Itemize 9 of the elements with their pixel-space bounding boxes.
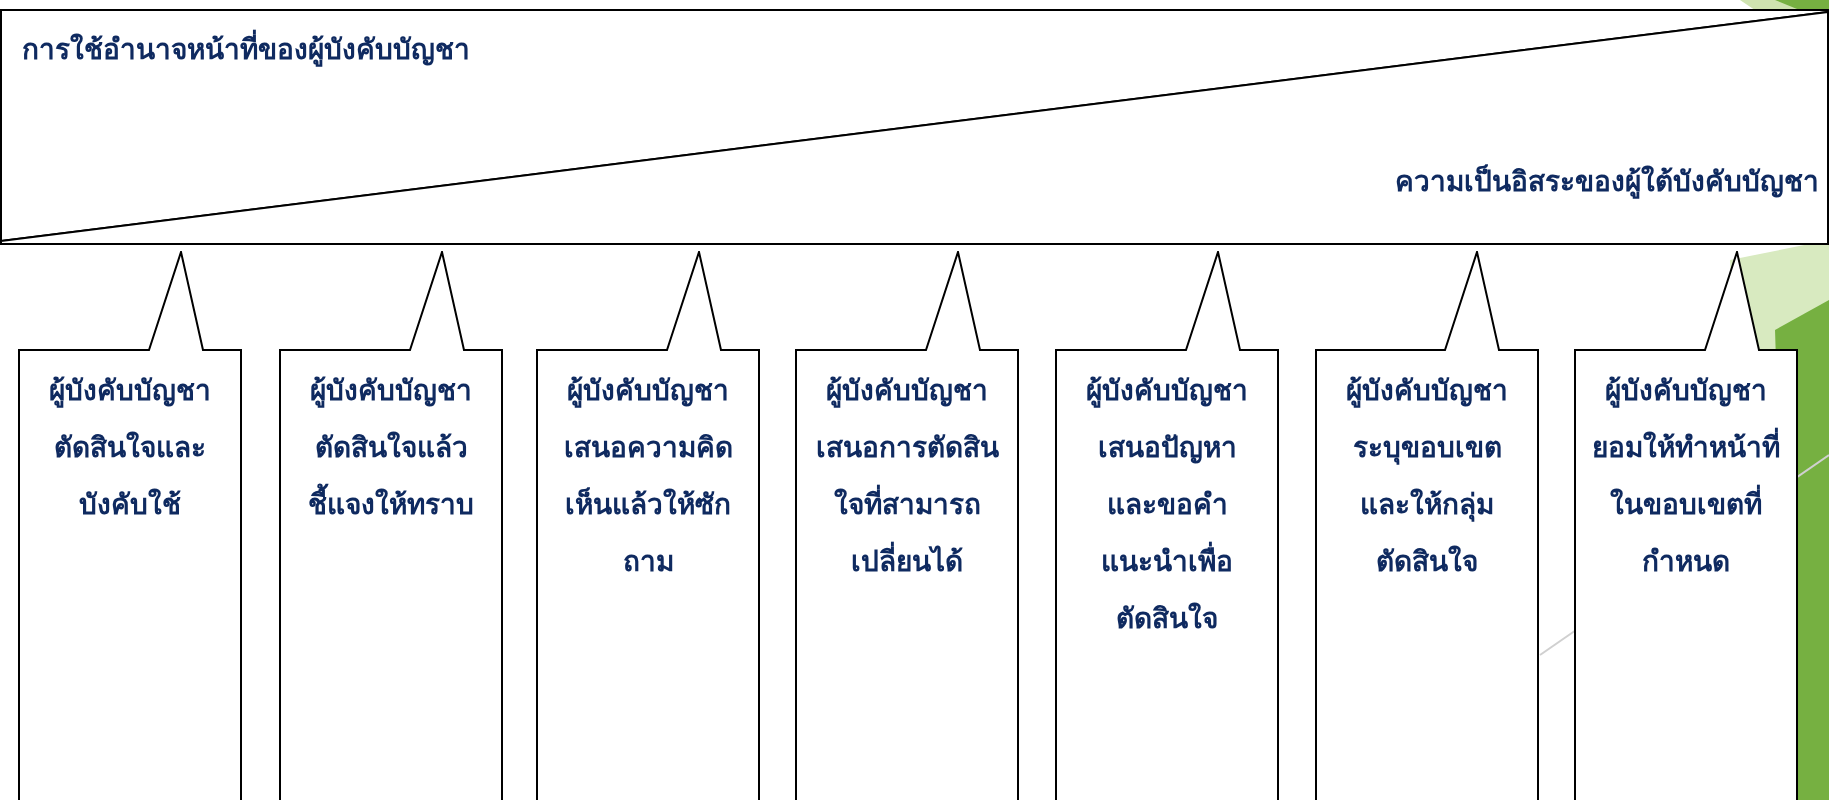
callout-text: ผู้บังคับบัญชาตัดสินใจและบังคับใช้ [48, 373, 212, 523]
callout-text: ผู้บังคับบัญชาเสนอปัญหาและขอคำแนะนำเพื่อตัดสินใจ [1085, 373, 1249, 637]
callout-text: ผู้บังคับบัญชาระบุขอบเขตและให้กลุ่มตัดสินใจ [1345, 373, 1509, 580]
callout-text: ผู้บังคับบัญชาเสนอการตัดสินใจที่สามารถเปลี่ยนได้ [814, 373, 1000, 580]
callout-text: ผู้บังคับบัญชายอมให้ทำหน้าที่ในขอบเขตที่กำหนด [1592, 373, 1780, 580]
band-text: ความเป็นอิสระของผู้ใต้บังคับบัญชา [1395, 163, 1819, 201]
callout-text: ผู้บังคับบัญชา ตัดสินใจแล้วชี้แจงให้ทราบ [307, 373, 475, 523]
callout-text: ผู้บังคับบัญชา เสนอความคิดเห็นแล้วให้ซักถาม [562, 373, 734, 580]
band-heading: การใช้อำนาจหน้าที่ของผู้บังคับบัญชา [22, 27, 470, 71]
